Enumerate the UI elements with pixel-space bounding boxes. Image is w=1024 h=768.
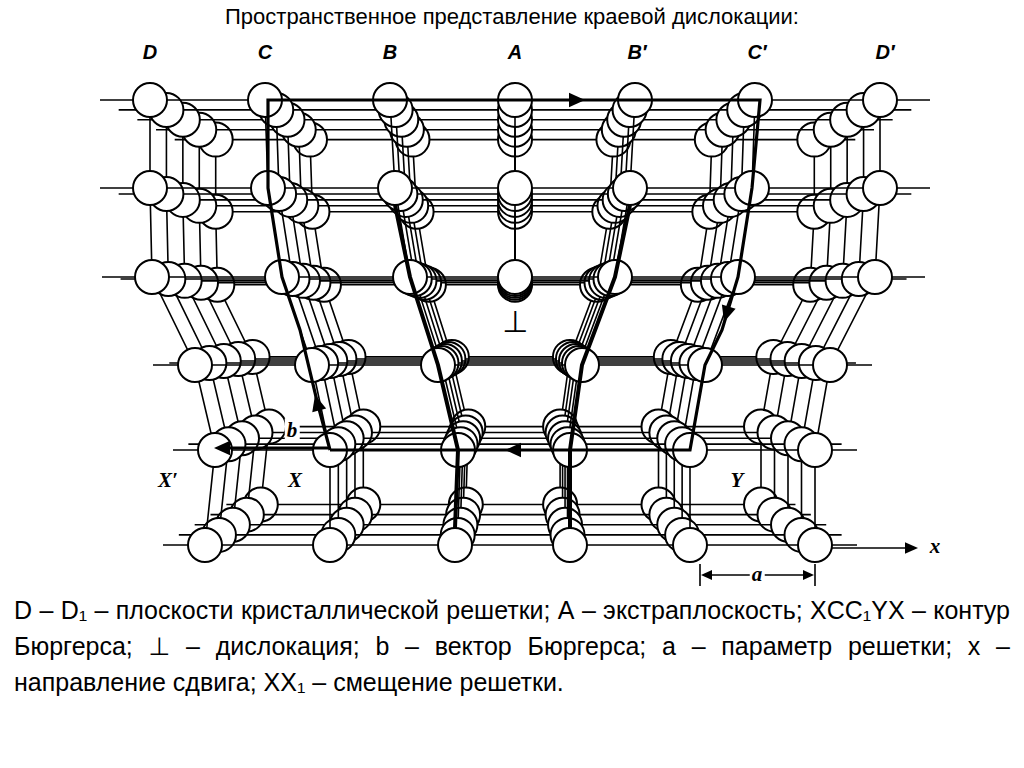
lattice-line	[570, 100, 635, 545]
atom	[498, 171, 532, 205]
contour-arrowhead	[505, 443, 521, 457]
atom	[798, 528, 832, 562]
lattice-layer	[119, 93, 912, 552]
lattice-line	[219, 432, 811, 434]
axis-arrowhead	[905, 542, 918, 554]
atom	[378, 171, 412, 205]
plane-letter: D	[141, 41, 159, 63]
atom	[313, 528, 347, 562]
axis-line	[832, 547, 906, 549]
lattice-line	[788, 120, 847, 525]
lattice-line	[211, 514, 811, 516]
lattice-line	[150, 100, 215, 545]
point-label: X′	[156, 469, 180, 492]
plane-letter: B	[381, 41, 399, 63]
atom	[178, 348, 212, 382]
lattice-line	[690, 100, 755, 545]
bent-plane	[395, 205, 458, 528]
atom	[798, 433, 832, 467]
point-label: Y	[729, 469, 746, 492]
atom	[198, 433, 232, 467]
lattice-line	[179, 534, 842, 536]
dimension-arrowhead	[803, 570, 814, 580]
lattice-line	[183, 120, 242, 525]
plane-letter: A	[506, 41, 524, 63]
lattice-line	[276, 110, 338, 535]
lattice-line	[153, 364, 872, 366]
burgers-contour	[268, 100, 760, 450]
plane-letter: C	[256, 41, 274, 63]
atom	[135, 260, 169, 294]
atom	[863, 83, 897, 117]
lattice-line	[802, 110, 864, 535]
atom	[673, 528, 707, 562]
lattice-line	[226, 504, 795, 506]
dislocation-symbol: ⊥	[500, 306, 530, 338]
lattice-line	[235, 426, 796, 428]
dimension-tick	[814, 564, 816, 586]
axis-label: x	[928, 535, 943, 558]
lattice-line	[163, 544, 857, 546]
dimension-tick	[699, 564, 701, 586]
lattice-layer	[100, 83, 930, 562]
atom	[188, 528, 222, 562]
bent-plane	[570, 205, 630, 528]
atom	[133, 83, 167, 117]
atom	[553, 528, 587, 562]
plane-letter: C′	[745, 41, 768, 63]
vector-label: b	[285, 419, 300, 442]
lattice-line	[390, 100, 458, 545]
atom	[498, 260, 532, 294]
lattice-layer	[156, 113, 874, 532]
contour-arrowhead	[569, 93, 585, 107]
plane-letter: D′	[873, 41, 896, 63]
atom	[613, 171, 647, 205]
dimension-label: a	[750, 563, 765, 586]
burgers-vector-head	[214, 441, 230, 455]
lattice-line	[188, 443, 841, 445]
atom	[863, 171, 897, 205]
plane-letter: B′	[625, 41, 648, 63]
lattice-line	[169, 362, 856, 364]
atom	[858, 260, 892, 294]
point-label: X	[286, 469, 304, 492]
lattice-line	[186, 360, 840, 362]
burgers-vector	[228, 447, 328, 450]
atom	[813, 348, 847, 382]
lattice-line	[815, 100, 880, 545]
atom	[133, 171, 167, 205]
contour-arrowhead	[312, 395, 326, 412]
figure-caption: D – D₁ – плоскости кристаллической решет…	[14, 592, 1010, 700]
lattice-line	[195, 524, 827, 526]
dimension-arrowhead	[701, 570, 712, 580]
contour-arrowhead	[722, 305, 736, 322]
slide-title: Пространственное представление краевой д…	[0, 4, 1024, 30]
atom	[438, 528, 472, 562]
